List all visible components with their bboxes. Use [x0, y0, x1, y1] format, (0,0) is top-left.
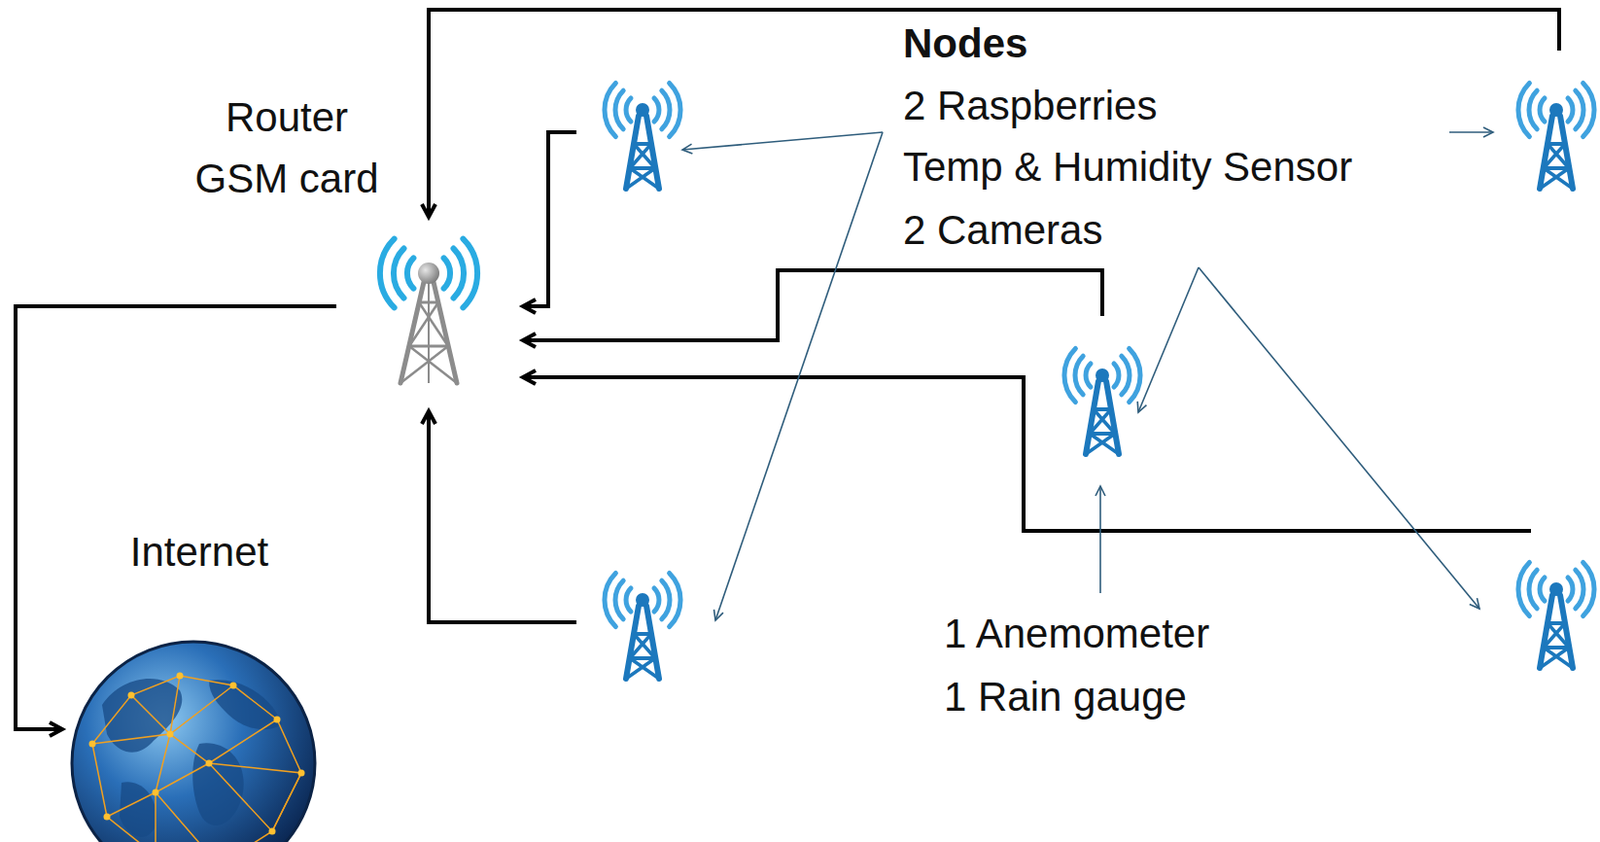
leader-line [1099, 486, 1102, 593]
component-label: 2 Cameras [903, 199, 1103, 261]
router-node: Router GSM card [336, 219, 522, 395]
node-tower [1064, 347, 1141, 454]
component-label: 1 Rain gauge [943, 665, 1187, 728]
node-tower [1518, 561, 1595, 668]
tower-lattice [400, 281, 457, 383]
component-label: 1 Anemometer [943, 602, 1210, 664]
uplink-wire [523, 132, 577, 307]
component-label: Temp & Humidity Sensor [903, 136, 1353, 198]
uplink-wire [523, 270, 1103, 341]
node-tower [604, 82, 681, 189]
uplink-wire [428, 9, 1560, 216]
leader-lines [682, 132, 1494, 621]
globe-sphere [71, 641, 315, 842]
node-label: Internet [53, 521, 346, 583]
router-tower-icon [336, 219, 522, 395]
uplink-wires [428, 9, 1560, 623]
globe-icon [63, 636, 321, 842]
network-lines [92, 675, 302, 842]
antenna-ball [417, 262, 440, 284]
node-tower [604, 572, 681, 679]
network-dots [89, 672, 306, 842]
leader-line [1449, 131, 1494, 134]
leader-line [1198, 267, 1480, 609]
leader-line [682, 132, 883, 150]
node-tower [1518, 82, 1595, 189]
node-label: Router GSM card [179, 86, 394, 209]
leader-line [715, 132, 883, 621]
internet-node: Internet [63, 636, 321, 842]
uplink-wire [428, 412, 577, 623]
component-label: 2 Raspberries [903, 74, 1157, 137]
group-heading: Nodes [903, 12, 1028, 74]
uplink-wire [523, 377, 1531, 531]
leader-line [1138, 267, 1199, 413]
